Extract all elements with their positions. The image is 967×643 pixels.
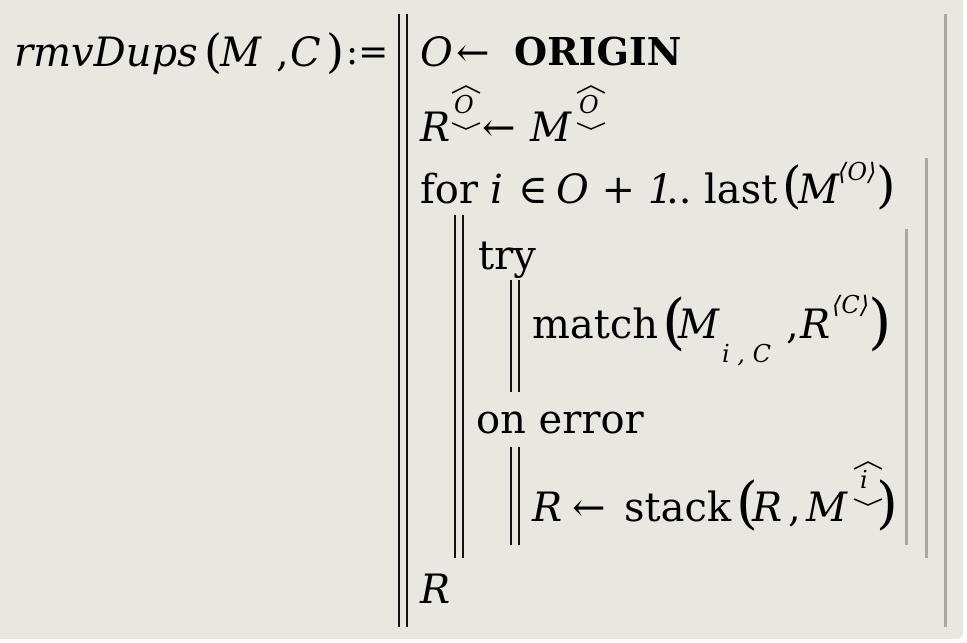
for-variable: i bbox=[490, 167, 503, 213]
stack-arrow: ← bbox=[572, 485, 606, 531]
function-name: rmvDups bbox=[14, 30, 198, 76]
match-arg2: R bbox=[800, 302, 831, 348]
open-paren: ( bbox=[204, 24, 222, 78]
close-paren: ) bbox=[326, 24, 344, 78]
param-m: M bbox=[220, 30, 261, 76]
bracket-guide-for bbox=[925, 158, 928, 558]
try-body-bar-right bbox=[518, 280, 520, 392]
last-open-paren: ( bbox=[782, 156, 802, 214]
line1-rhs: ORIGIN bbox=[514, 29, 682, 74]
last-close-paren: ) bbox=[876, 156, 896, 214]
last-arg: M bbox=[798, 167, 839, 213]
line2-lhs-sup: O bbox=[454, 91, 474, 119]
bracket-guide-try bbox=[905, 229, 908, 545]
last-arg-sup: ⟨O⟩ bbox=[838, 158, 877, 186]
line1-lhs: O bbox=[420, 30, 453, 76]
param-c: C bbox=[290, 30, 321, 76]
stack-open-paren: ( bbox=[736, 471, 758, 536]
row-operator-icon bbox=[576, 85, 606, 130]
for-in-symbol: ∈ bbox=[518, 167, 548, 213]
on-error-body-bar-left bbox=[510, 447, 512, 545]
match-comma: , bbox=[786, 302, 799, 348]
match-arg1-sub: i , C bbox=[722, 340, 771, 368]
try-keyword: try bbox=[478, 233, 536, 279]
program-bar-right bbox=[406, 14, 408, 627]
match-arg2-sup: ⟨C⟩ bbox=[832, 291, 870, 319]
param-comma: , bbox=[276, 30, 289, 76]
row-operator-icon bbox=[853, 461, 883, 506]
stack-close-paren: ) bbox=[876, 471, 898, 536]
stack-arg2-sup: i bbox=[860, 466, 868, 494]
line2-rhs-sup: O bbox=[579, 91, 599, 119]
for-keyword: for bbox=[420, 167, 479, 213]
stack-comma: , bbox=[788, 485, 801, 531]
range-operator: .. bbox=[666, 167, 692, 213]
define-operator: := bbox=[346, 32, 389, 73]
for-body-bar-left bbox=[454, 215, 456, 558]
bracket-guide-program bbox=[944, 14, 947, 627]
try-body-bar-left bbox=[510, 280, 512, 392]
for-body-bar-right bbox=[462, 215, 464, 558]
program-bar-left bbox=[398, 14, 400, 627]
for-start: O + 1 bbox=[556, 167, 674, 213]
stack-function: stack bbox=[624, 485, 732, 531]
match-close-paren: ) bbox=[868, 287, 892, 357]
return-value: R bbox=[420, 567, 451, 613]
last-function: last bbox=[704, 167, 778, 213]
row-operator-icon bbox=[451, 85, 481, 130]
match-open-paren: ( bbox=[662, 287, 686, 357]
line2-arrow: ← bbox=[482, 105, 516, 151]
match-function: match bbox=[532, 302, 659, 348]
on-error-body-bar-right bbox=[518, 447, 520, 545]
stack-arg2: M bbox=[806, 485, 847, 531]
stack-arg1: R bbox=[752, 485, 783, 531]
line1-arrow: ← bbox=[456, 30, 490, 76]
on-error-keyword: on error bbox=[476, 397, 644, 443]
stack-lhs: R bbox=[532, 485, 563, 531]
line2-rhs: M bbox=[530, 105, 571, 151]
line2-lhs: R bbox=[420, 105, 451, 151]
match-arg1: M bbox=[678, 302, 719, 348]
